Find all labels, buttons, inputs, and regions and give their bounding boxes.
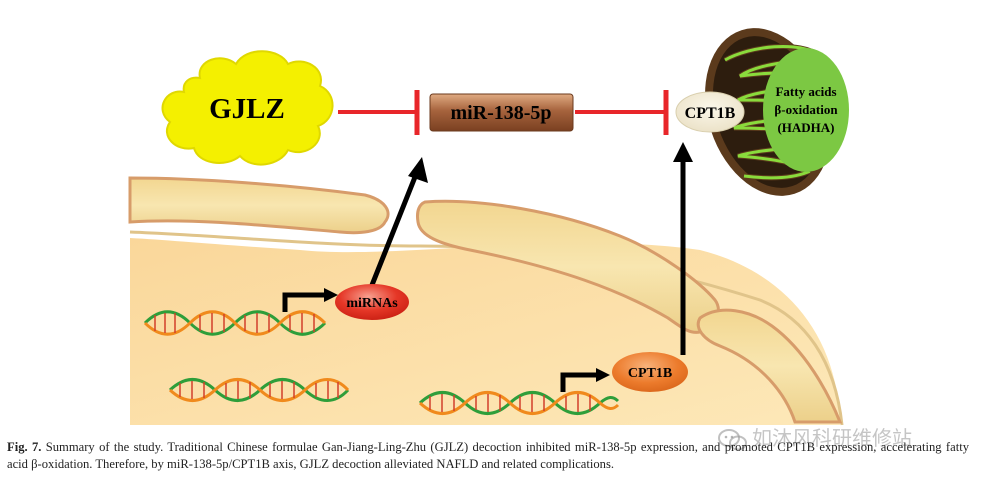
- fatty-acid-oxidation-node: Fatty acids β-oxidation (HADHA): [763, 48, 849, 172]
- wechat-icon: [718, 428, 747, 450]
- gjlz-label: GJLZ: [209, 93, 285, 125]
- watermark-text: 如沐风科研维修站: [752, 426, 912, 450]
- fatty-label-line1: Fatty acids: [775, 84, 836, 99]
- gjlz-mechanism-diagram: GJLZ miR-138-5p Fatty acids β-oxidation …: [128, 28, 849, 426]
- cpt1b-bottom-node: CPT1B: [612, 352, 688, 392]
- mirnas-node: miRNAs: [335, 284, 409, 320]
- inhibit-gjlz-mir138: [338, 90, 420, 135]
- fatty-label-line2: β-oxidation: [774, 102, 838, 117]
- transcription-arrowhead-mirnas: [324, 288, 338, 302]
- dna-helix-1: [143, 310, 327, 336]
- cpt1b-top-label: CPT1B: [685, 105, 736, 122]
- cell-tubule-1: [128, 176, 390, 235]
- arrowhead-mir138: [408, 157, 428, 183]
- transcription-arrowhead-cpt1b: [596, 368, 610, 382]
- watermark: 如沐风科研维修站: [718, 423, 968, 453]
- fatty-label-line3: (HADHA): [777, 120, 834, 135]
- cpt1b-top-node: CPT1B: [675, 91, 745, 133]
- caption-text: Summary of the study. Traditional Chines…: [7, 440, 970, 471]
- caption-label: Fig. 7.: [7, 440, 42, 454]
- mir138-label: miR-138-5p: [450, 102, 551, 124]
- liver-tissue: [128, 176, 844, 426]
- transcription-arrow-mirnas: [282, 292, 326, 312]
- mirnas-label: miRNAs: [346, 296, 398, 311]
- cell-tubule-2: [416, 199, 720, 334]
- cpt1b-bottom-label: CPT1B: [628, 366, 672, 381]
- gjlz-cloud: GJLZ: [161, 50, 334, 166]
- transcription-arrow-cpt1b: [560, 372, 598, 392]
- mir138-node: miR-138-5p: [429, 93, 574, 132]
- arrowhead-cpt1b-top: [673, 142, 693, 162]
- figure-caption: Fig. 7. Summary of the study. Traditiona…: [7, 439, 969, 473]
- dna-helix-3: [418, 391, 620, 415]
- cell-tubule-3: [696, 308, 843, 424]
- inhibit-mir138-cpt1b: [575, 90, 669, 135]
- dna-helix-2: [168, 378, 350, 402]
- arrow-mirnas-to-mir138: [369, 171, 420, 286]
